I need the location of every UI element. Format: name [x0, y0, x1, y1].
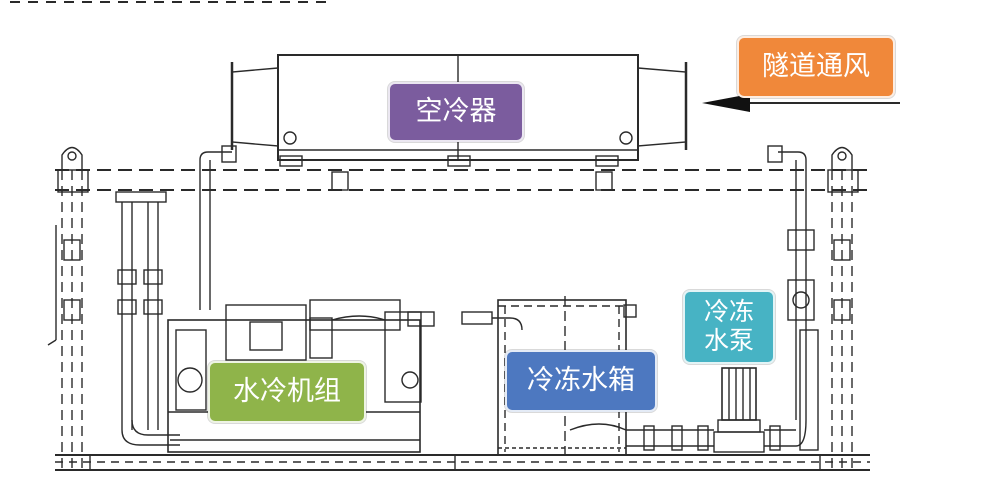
side-hatch-right: [833, 239, 851, 321]
right-riser-pipe: [767, 145, 819, 451]
container-frame: [55, 169, 870, 471]
label-air-cooler: 空冷器: [388, 82, 524, 142]
left-vertical-pipes: [115, 191, 180, 446]
chilled-water-pump: [626, 367, 807, 453]
label-chilled-water-tank: 冷冻水箱: [505, 350, 657, 412]
lifting-lug-right: [827, 146, 859, 193]
left-riser-pipe: [199, 145, 237, 310]
label-tunnel-ventilation: 隧道通风: [737, 36, 895, 98]
label-chilled-water-pump: 冷冻 水泵: [683, 290, 775, 364]
label-water-chiller: 水冷机组: [208, 361, 366, 423]
lifting-lug-left: [57, 146, 89, 193]
side-hatch-left: [47, 225, 81, 346]
tunnel-ventilation-arrow: [702, 94, 900, 112]
